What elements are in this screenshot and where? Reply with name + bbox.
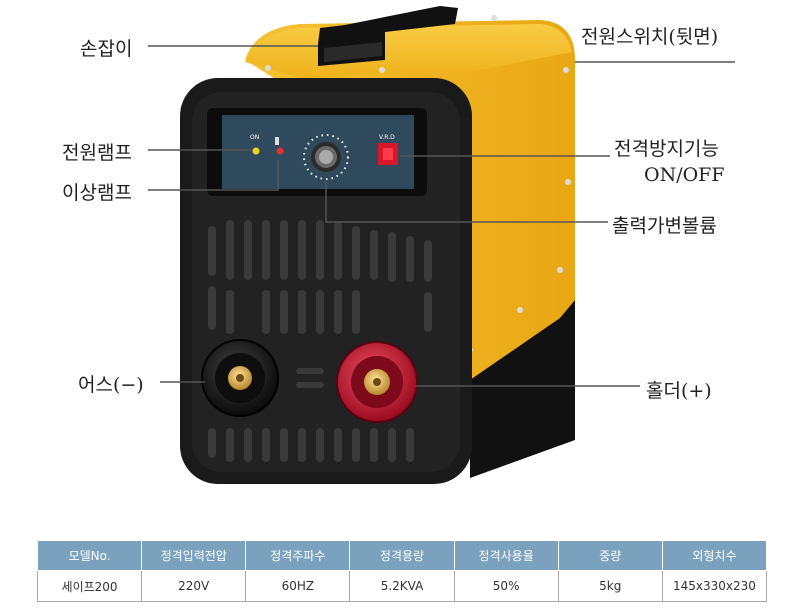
spec-header-capacity: 정격용량 bbox=[349, 540, 455, 571]
spec-cell-model: 세이프200 bbox=[36, 570, 143, 602]
panel-on-label: ON bbox=[250, 134, 259, 141]
callout-ground: 어스(−) bbox=[78, 374, 144, 396]
handle bbox=[318, 6, 458, 66]
front-face bbox=[180, 78, 472, 484]
spec-table: 모델No. 정격입력전압 정격주파수 정격용량 정격사용율 중량 외형치수 세이… bbox=[36, 540, 768, 602]
spec-header-row: 모델No. 정격입력전압 정격주파수 정격용량 정격사용율 중량 외형치수 bbox=[36, 540, 768, 571]
callout-volume: 출력가변볼륨 bbox=[612, 215, 717, 237]
spec-header-frequency: 정격주파수 bbox=[245, 540, 351, 571]
welder-illustration: ON V.R.D bbox=[148, 6, 735, 484]
spec-header-duty-cycle: 정격사용율 bbox=[453, 540, 559, 571]
panel-vrd-label: V.R.D bbox=[379, 134, 395, 141]
callout-error-lamp: 이상램프 bbox=[62, 182, 132, 204]
callout-holder: 홀더(+) bbox=[646, 380, 712, 402]
callout-vrd: 전격방지기능 bbox=[614, 138, 719, 160]
spec-header-dimensions: 외형치수 bbox=[661, 540, 768, 571]
spec-header-model: 모델No. bbox=[36, 540, 143, 571]
callout-handle: 손잡이 bbox=[80, 38, 133, 60]
spec-header-input-voltage: 정격입력전압 bbox=[141, 540, 247, 571]
spec-cell-duty-cycle: 50% bbox=[453, 570, 559, 602]
spec-cell-dimensions: 145x330x230 bbox=[661, 570, 768, 602]
vent-grille bbox=[208, 220, 432, 462]
callout-power-switch: 전원스위치(뒷면) bbox=[581, 26, 719, 48]
table-row: 세이프200 220V 60HZ 5.2KVA 50% 5kg 145x330x… bbox=[36, 570, 768, 602]
holder-terminal bbox=[336, 341, 418, 423]
spec-cell-capacity: 5.2KVA bbox=[349, 570, 455, 602]
callout-vrd-onoff: ON/OFF bbox=[644, 164, 725, 186]
control-panel bbox=[207, 108, 427, 196]
spec-header-weight: 중량 bbox=[557, 540, 663, 571]
spec-cell-weight: 5kg bbox=[557, 570, 663, 602]
callout-power-lamp: 전원램프 bbox=[62, 142, 132, 164]
ground-terminal bbox=[201, 339, 279, 417]
callout-lines bbox=[148, 45, 735, 387]
spec-cell-input-voltage: 220V bbox=[141, 570, 247, 602]
spec-cell-frequency: 60HZ bbox=[245, 570, 351, 602]
